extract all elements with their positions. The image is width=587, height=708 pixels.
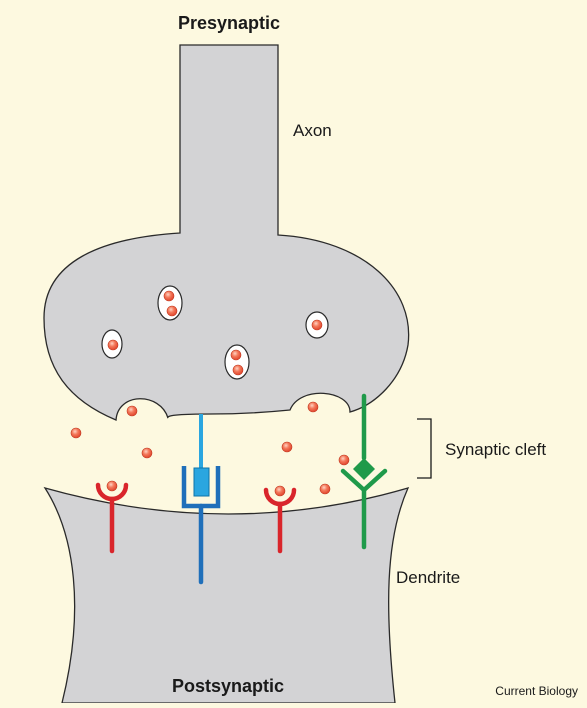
neurotransmitter	[308, 402, 318, 412]
neurotransmitter	[339, 455, 349, 465]
label-axon: Axon	[293, 121, 332, 140]
vesicle	[225, 345, 249, 379]
neurotransmitter	[282, 442, 292, 452]
label-dendrite: Dendrite	[396, 568, 460, 587]
label-presynaptic: Presynaptic	[178, 13, 280, 33]
label-synaptic-cleft: Synaptic cleft	[445, 440, 546, 459]
vesicle	[306, 312, 328, 338]
neurotransmitter	[320, 484, 330, 494]
label-postsynaptic: Postsynaptic	[172, 676, 284, 696]
vesicle	[158, 286, 182, 320]
vesicle	[102, 330, 122, 358]
neurotransmitter	[71, 428, 81, 438]
postsynaptic-dendrite	[45, 488, 408, 703]
neurotransmitter	[142, 448, 152, 458]
credit-current-biology: Current Biology	[495, 684, 578, 698]
neurotransmitter	[127, 406, 137, 416]
